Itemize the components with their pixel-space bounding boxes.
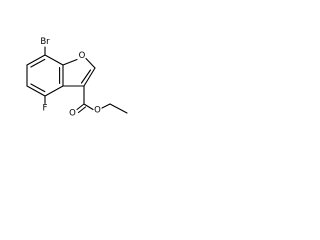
atom-label-bromine: Br: [40, 37, 50, 47]
chemical-structure-diagram: Br F O O O: [26, 37, 128, 119]
bond-ch2-ch3: [109, 103, 128, 114]
bond-c6-c7: [26, 54, 46, 66]
bond-c4-c5: [26, 85, 46, 97]
bond-c2-c3: [83, 67, 96, 87]
atom-label-ester-oxygen: O: [94, 106, 101, 116]
bond-carbonyl-c-o: [76, 103, 85, 111]
bond-carbonyl-c-o-double: [77, 106, 87, 114]
atom-label-fluorine: F: [43, 104, 48, 114]
bond-c6-c7-inner: [30, 58, 46, 68]
bond-c7a-o1: [62, 58, 78, 66]
bond-o1-c2: [85, 57, 96, 69]
bond-carbonyl-c-ester-o: [83, 103, 94, 111]
bond-c3a-c4: [44, 85, 64, 97]
bond-c4-c5-inner: [30, 83, 46, 93]
atom-label-carbonyl-oxygen: O: [69, 109, 76, 119]
atom-label-ring-oxygen: O: [79, 51, 86, 61]
bond-ester-o-ch2: [101, 103, 111, 109]
bond-c7-c7a: [44, 54, 64, 66]
bond-c2-c3-inner: [80, 69, 92, 84]
